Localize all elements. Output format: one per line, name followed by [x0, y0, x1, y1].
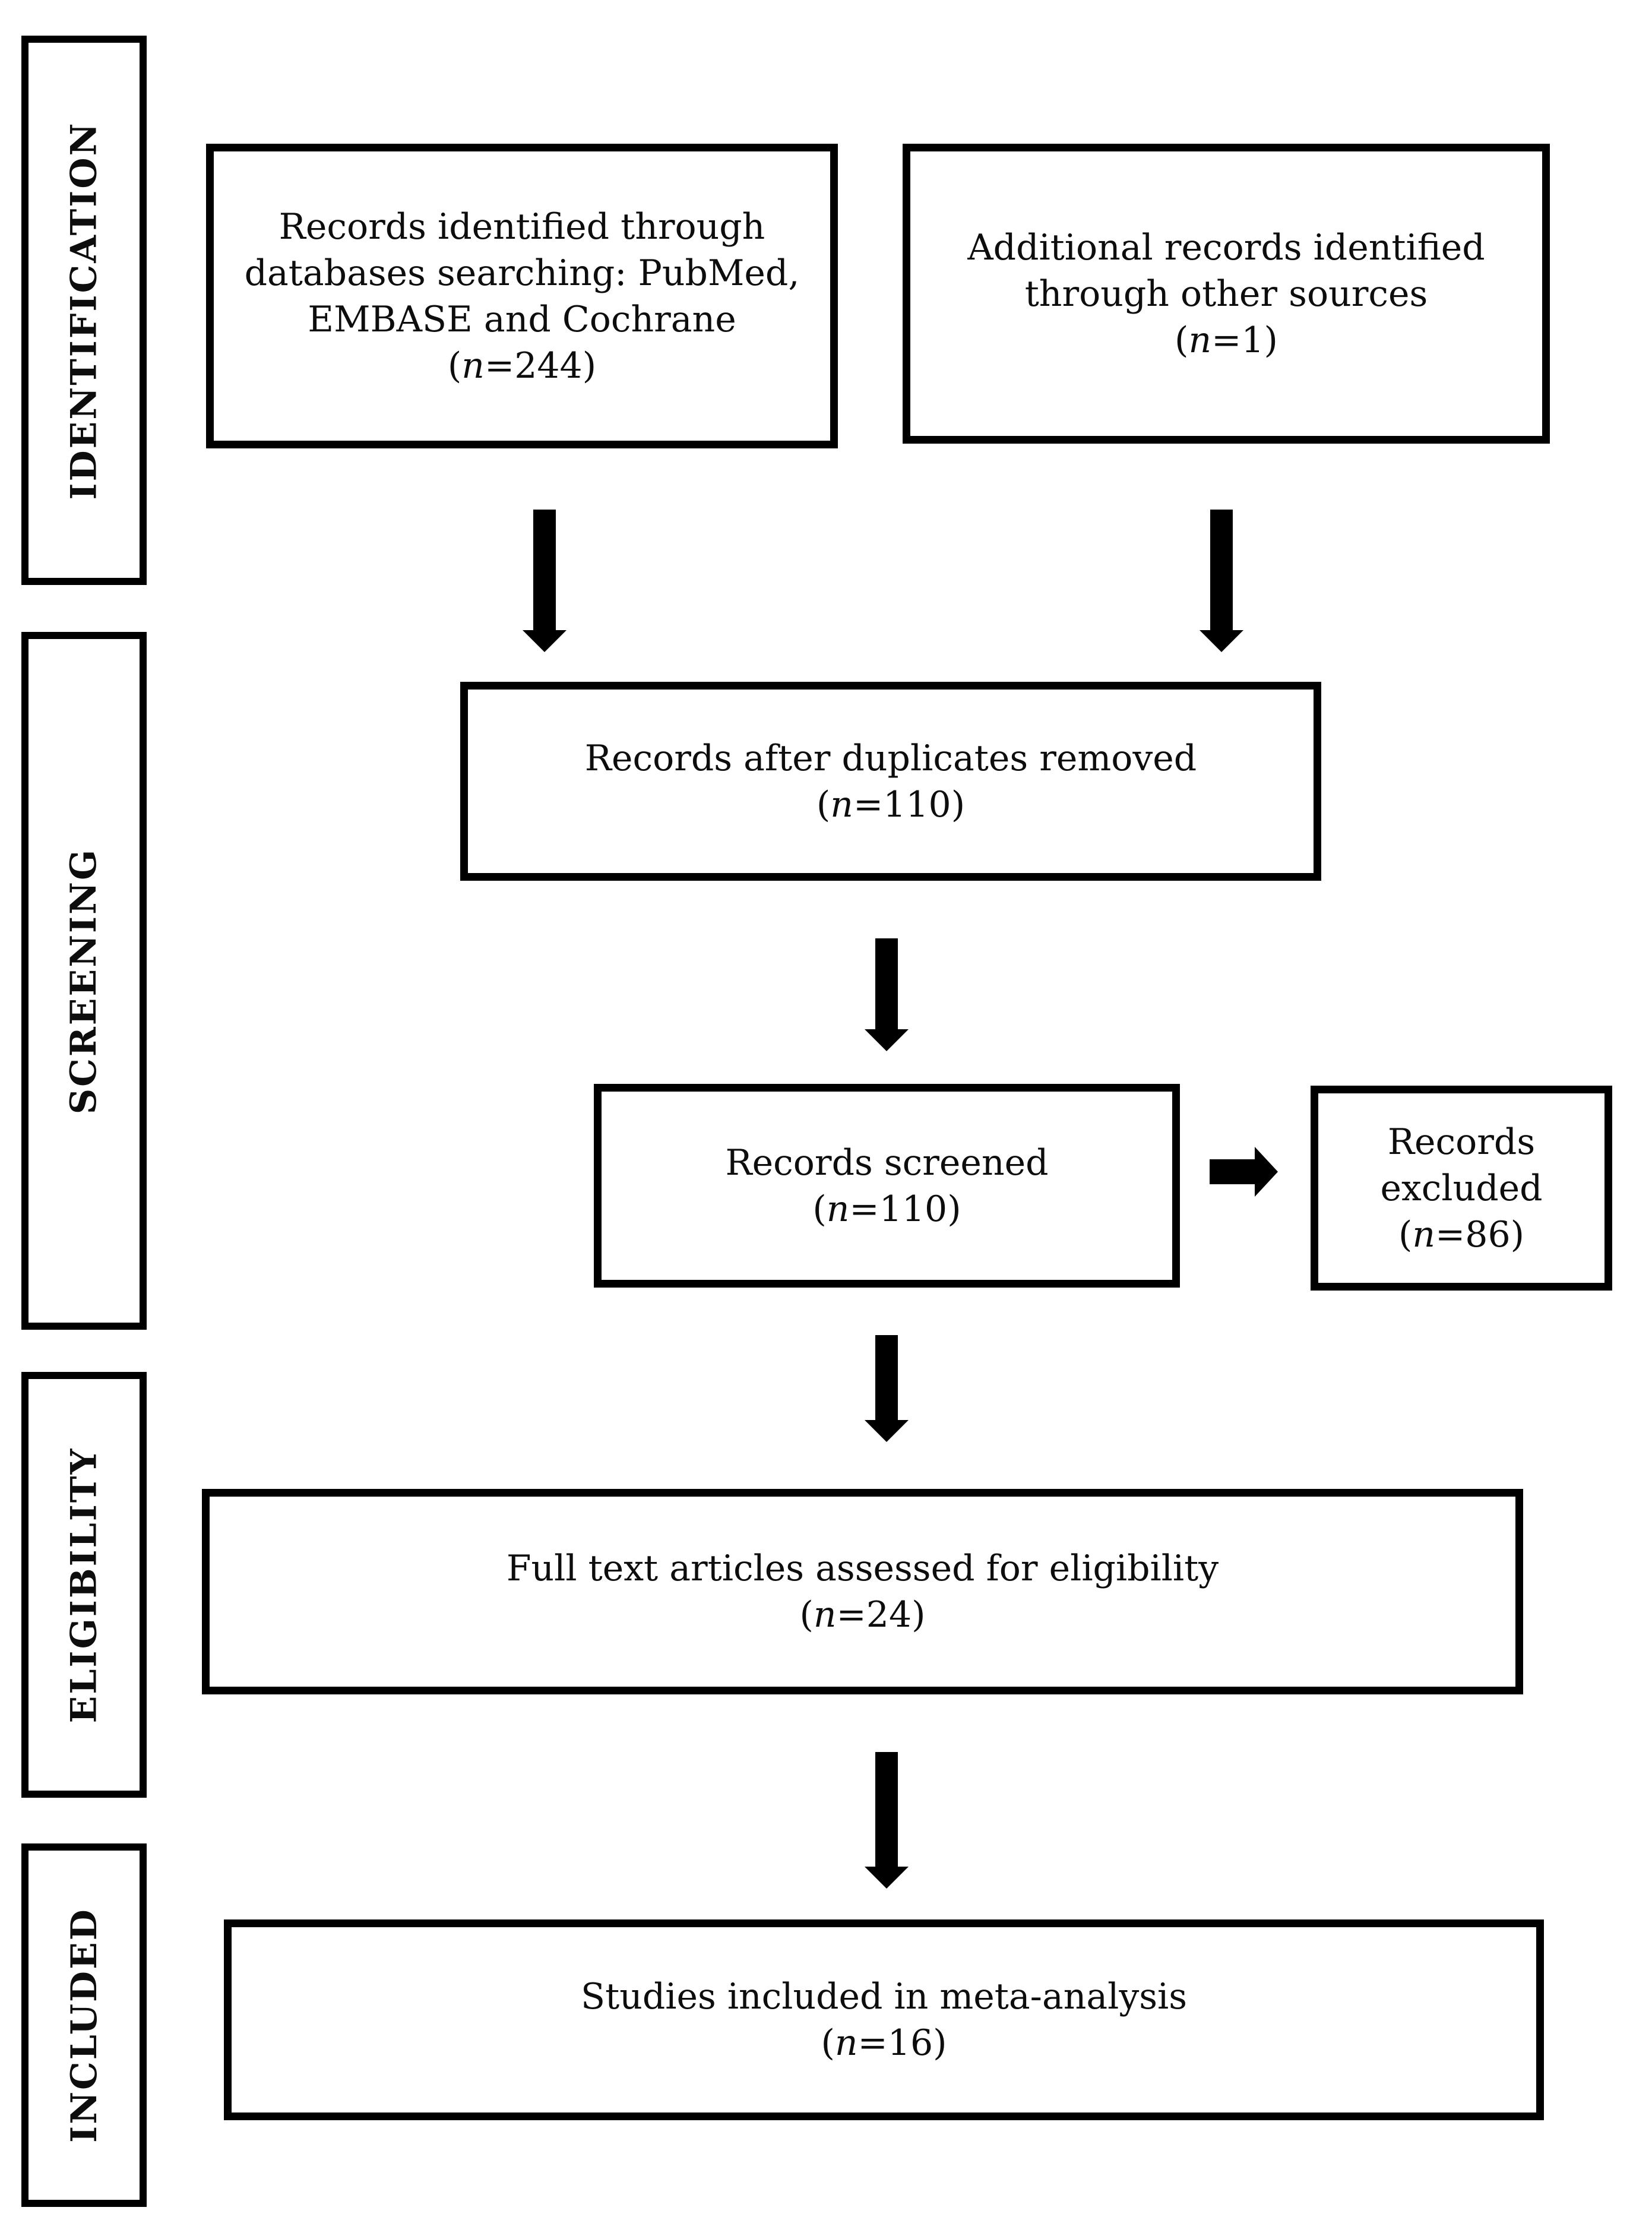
phase-box-included: INCLUDED	[21, 1843, 147, 2207]
down-arrow-deduplicated-to-screened	[865, 938, 909, 1051]
arrow-head-icon	[1200, 630, 1243, 652]
box-duplicates-removed-text: Records after duplicates removed (n=110)	[585, 689, 1197, 874]
down-arrow-identified-to-deduplicated	[523, 510, 567, 652]
phase-label-included: INCLUDED	[63, 1908, 105, 2143]
down-arrow-screened-to-fulltext	[865, 1335, 909, 1442]
right-arrow-screened-to-excluded	[1210, 1147, 1278, 1197]
box-fulltext-assessed-lines: Full text articles assessed for eligibil…	[506, 1548, 1219, 1589]
box-records-screened-count: (n=110)	[812, 1188, 961, 1230]
arrow-head-icon	[865, 1867, 909, 1889]
arrow-shaft	[533, 510, 556, 630]
box-records-excluded-lines: Records excluded	[1380, 1121, 1543, 1209]
arrow-head-icon	[865, 1029, 909, 1051]
box-fulltext-assessed-text: Full text articles assessed for eligibil…	[507, 1499, 1219, 1684]
box-studies-included-lines: Studies included in meta-analysis	[581, 1976, 1187, 2017]
arrow-shaft	[875, 1752, 898, 1867]
phase-label-screening: SCREENING	[63, 847, 105, 1114]
box-studies-included-text: Studies included in meta-analysis (n=16)	[581, 1927, 1187, 2112]
box-records-identified: Records identified through databases sea…	[206, 144, 838, 448]
box-records-screened-text: Records screened (n=110)	[725, 1093, 1048, 1279]
box-duplicates-removed: Records after duplicates removed (n=110)	[460, 682, 1321, 881]
arrow-shaft	[1210, 1159, 1255, 1184]
arrow-shaft	[875, 938, 898, 1029]
phase-box-identification: IDENTIFICATION	[21, 36, 147, 585]
arrow-shaft	[875, 1335, 898, 1420]
box-records-excluded-text: Records excluded (n=86)	[1380, 1073, 1542, 1304]
box-fulltext-assessed: Full text articles assessed for eligibil…	[202, 1489, 1523, 1694]
box-additional-records-text: Additional records identified through ot…	[967, 178, 1485, 410]
box-duplicates-removed-count: (n=110)	[816, 783, 966, 826]
box-records-identified-lines: Records identified through databases sea…	[244, 205, 800, 340]
box-fulltext-assessed-count: (n=24)	[799, 1594, 926, 1636]
box-studies-included: Studies included in meta-analysis (n=16)	[224, 1919, 1544, 2120]
box-records-screened: Records screened (n=110)	[594, 1084, 1180, 1288]
phase-label-eligibility: ELIGIBILITY	[63, 1447, 105, 1723]
arrow-head-icon	[865, 1420, 909, 1442]
down-arrow-fulltext-to-included	[865, 1752, 909, 1889]
box-additional-records: Additional records identified through ot…	[903, 144, 1550, 444]
arrow-head-icon	[1255, 1147, 1278, 1197]
box-additional-records-count: (n=1)	[1175, 319, 1278, 361]
phase-box-screening: SCREENING	[21, 632, 147, 1330]
arrow-head-icon	[523, 630, 567, 652]
arrow-shaft	[1210, 510, 1233, 630]
box-records-identified-count: (n=244)	[447, 344, 597, 387]
down-arrow-additional-to-deduplicated	[1200, 510, 1243, 652]
box-additional-records-lines: Additional records identified through ot…	[967, 226, 1485, 315]
phase-label-identification: IDENTIFICATION	[63, 121, 105, 499]
box-studies-included-count: (n=16)	[821, 2022, 947, 2064]
box-duplicates-removed-lines: Records after duplicates removed	[584, 737, 1197, 779]
box-records-identified-text: Records identified through databases sea…	[245, 157, 800, 435]
box-records-screened-lines: Records screened	[725, 1141, 1049, 1184]
box-records-excluded: Records excluded (n=86)	[1311, 1086, 1612, 1291]
box-records-excluded-count: (n=86)	[1398, 1213, 1525, 1256]
phase-box-eligibility: ELIGIBILITY	[21, 1372, 147, 1798]
